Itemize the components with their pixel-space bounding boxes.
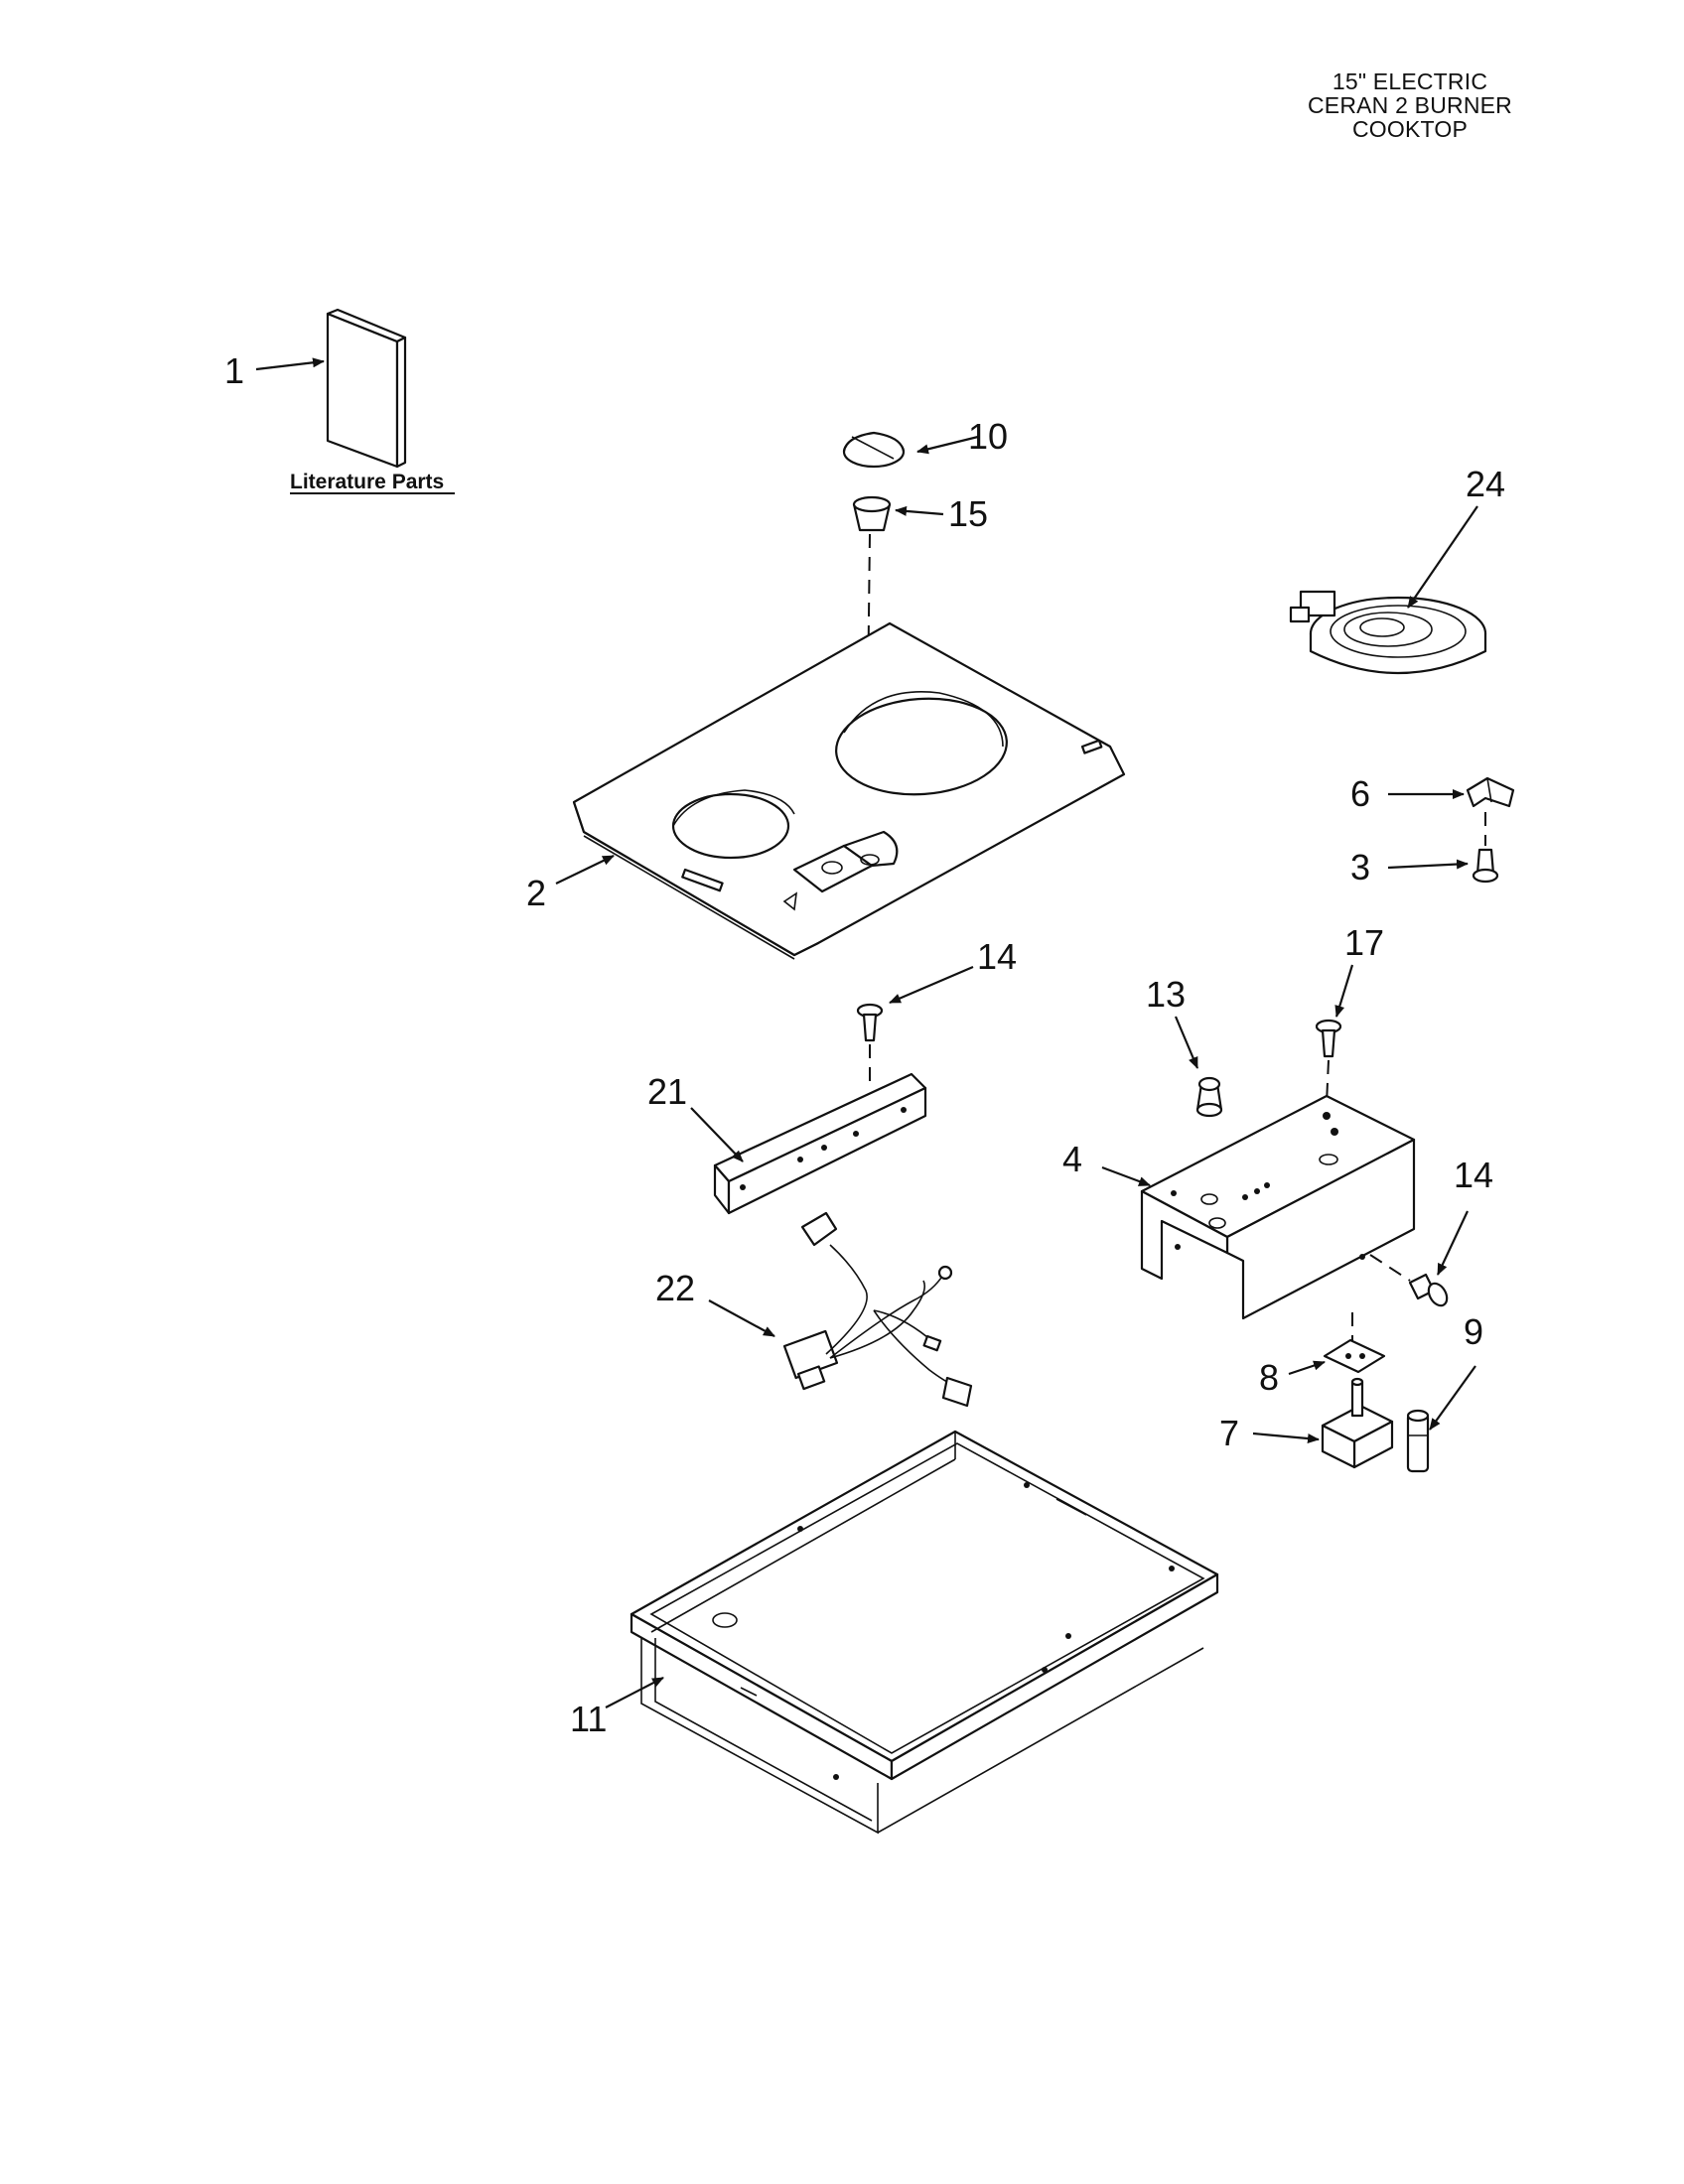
callout-11[interactable]: 11 (570, 1699, 607, 1739)
leader-14-upper (889, 965, 974, 1005)
callout-15[interactable]: 15 (948, 493, 988, 534)
callout-1[interactable]: 1 (224, 350, 244, 391)
part-3-screw[interactable] (1472, 848, 1499, 884)
part-7-infinite-switch[interactable] (1321, 1377, 1394, 1469)
callout-7[interactable]: 7 (1219, 1413, 1239, 1453)
part-17-screw[interactable] (1315, 1019, 1342, 1058)
leader-24 (1407, 505, 1478, 609)
part-1-literature-booklet[interactable] (326, 308, 407, 469)
callout-8[interactable]: 8 (1259, 1357, 1279, 1398)
leader-21 (690, 1107, 744, 1162)
part-9-switch-shaft[interactable] (1406, 1409, 1430, 1473)
leader-14-lower (1437, 1210, 1469, 1276)
leader-17 (1334, 964, 1354, 1018)
leader-2 (555, 855, 615, 885)
part-13-grommet[interactable] (1195, 1076, 1223, 1118)
part-11-base-pan[interactable] (630, 1430, 1219, 1835)
title-block: 15" ELECTRIC CERAN 2 BURNER COOKTOP (1261, 69, 1559, 141)
leader-4 (1101, 1165, 1151, 1187)
callout-6[interactable]: 6 (1350, 773, 1370, 814)
callout-4[interactable]: 4 (1062, 1139, 1082, 1179)
leader-8 (1288, 1360, 1326, 1376)
part-21-mounting-bracket[interactable] (713, 1072, 927, 1215)
part-6-clip[interactable] (1466, 776, 1515, 808)
title-line-3: COOKTOP (1352, 116, 1468, 142)
callout-9[interactable]: 9 (1464, 1311, 1483, 1352)
callout-24[interactable]: 24 (1466, 464, 1505, 504)
part-14-screw-lower[interactable] (1408, 1273, 1451, 1308)
assembly-line-side-screw (1369, 1254, 1411, 1282)
title-line-1: 15" ELECTRIC (1332, 68, 1488, 94)
leader-11 (605, 1677, 664, 1708)
part-8-switch-plate[interactable] (1323, 1338, 1386, 1374)
callout-2[interactable]: 2 (526, 873, 546, 913)
callout-3[interactable]: 3 (1350, 847, 1370, 887)
part-10-control-knob[interactable] (842, 431, 906, 469)
leader-15 (895, 505, 944, 516)
callout-14-lower[interactable]: 14 (1454, 1155, 1493, 1195)
title-line-2: CERAN 2 BURNER (1307, 92, 1512, 118)
callout-17[interactable]: 17 (1344, 922, 1384, 963)
callout-21[interactable]: 21 (647, 1071, 687, 1112)
leader-22 (708, 1299, 775, 1337)
leader-13 (1174, 1016, 1199, 1069)
part-24-radiant-burner-element[interactable] (1289, 590, 1487, 675)
leader-10 (916, 435, 979, 455)
leader-9 (1429, 1365, 1476, 1431)
leader-1 (255, 357, 325, 371)
part-15-knob-insert[interactable] (852, 495, 892, 532)
literature-parts-label[interactable]: Literature Parts (290, 471, 444, 493)
part-22-wire-harness[interactable] (782, 1211, 973, 1408)
leader-7 (1252, 1432, 1320, 1443)
callout-14-upper[interactable]: 14 (977, 936, 1017, 977)
callout-13[interactable]: 13 (1146, 974, 1186, 1015)
part-14-screw-upper[interactable] (856, 1003, 884, 1042)
callout-10[interactable]: 10 (968, 416, 1008, 457)
leader-3 (1387, 859, 1469, 870)
callout-22[interactable]: 22 (655, 1268, 695, 1308)
part-2-ceramic-glass-cooktop[interactable] (572, 621, 1126, 960)
part-4-control-housing[interactable] (1140, 1094, 1416, 1320)
